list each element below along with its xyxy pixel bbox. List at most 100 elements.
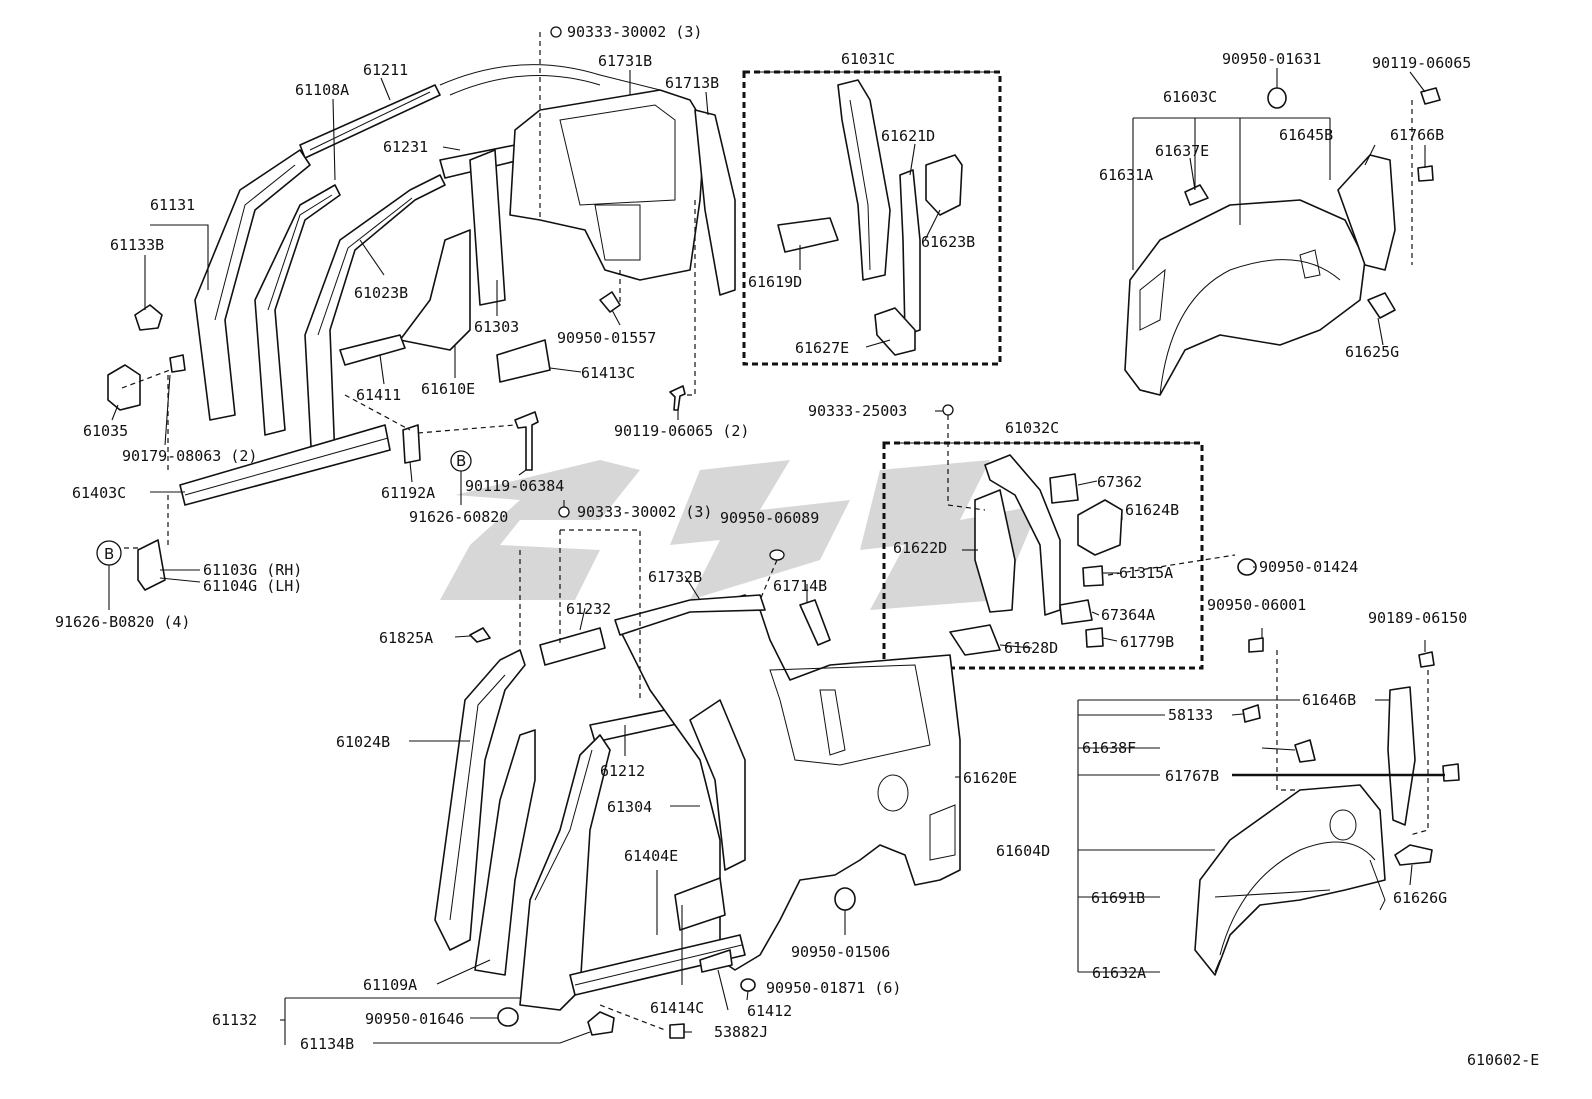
- label-61637E[interactable]: 61637E: [1155, 142, 1209, 160]
- part-61625G[interactable]: [1367, 292, 1396, 319]
- label-61628D[interactable]: 61628D: [1004, 639, 1058, 657]
- plug-90950-01506[interactable]: [834, 887, 856, 911]
- part-61103G[interactable]: [137, 539, 166, 591]
- part-61631A-wheelhouse[interactable]: [1124, 199, 1366, 396]
- label-61638F[interactable]: 61638F: [1082, 739, 1136, 757]
- part-61825A[interactable]: [469, 627, 491, 643]
- label-61610E[interactable]: 61610E: [421, 380, 475, 398]
- label-61231[interactable]: 61231: [383, 138, 428, 156]
- label-61024B[interactable]: 61024B: [336, 733, 390, 751]
- part-61628D[interactable]: [949, 624, 1001, 656]
- label-67364A[interactable]: 67364A: [1101, 606, 1155, 624]
- part-61032C-pillar[interactable]: [984, 454, 1061, 616]
- part-61622D[interactable]: [974, 489, 1016, 613]
- part-61414C[interactable]: [674, 877, 726, 931]
- part-61109A[interactable]: [474, 729, 536, 976]
- label-61626G[interactable]: 61626G: [1393, 889, 1447, 907]
- part-61411-rocker[interactable]: [339, 334, 406, 366]
- label-61766B[interactable]: 61766B: [1390, 126, 1444, 144]
- clip-90179-08063[interactable]: [169, 354, 186, 373]
- label-61032C[interactable]: 61032C: [1005, 419, 1059, 437]
- label-61211[interactable]: 61211: [363, 61, 408, 79]
- part-61610E[interactable]: [399, 229, 471, 351]
- label-61603C[interactable]: 61603C: [1163, 88, 1217, 106]
- plug-53882J[interactable]: [669, 1023, 685, 1039]
- plug-90950-01557[interactable]: [599, 291, 621, 313]
- clip-61767B[interactable]: [1442, 763, 1460, 782]
- label-61411[interactable]: 61411: [356, 386, 401, 404]
- part-61315A[interactable]: [1082, 565, 1104, 587]
- bolt-90119-06384[interactable]: [514, 411, 539, 471]
- label-61691B[interactable]: 61691B: [1091, 889, 1145, 907]
- label-91626-60820[interactable]: 91626-60820: [409, 508, 508, 526]
- label-91626-B0820[interactable]: 91626-B0820 (4): [55, 613, 190, 631]
- clip-90950-06089[interactable]: [769, 549, 785, 561]
- part-67364A[interactable]: [1059, 599, 1093, 625]
- part-61779B[interactable]: [1085, 627, 1104, 648]
- part-61403C-sill[interactable]: [179, 424, 391, 506]
- part-61132-center-pillar[interactable]: [519, 734, 611, 1011]
- part-61626G[interactable]: [1394, 844, 1433, 866]
- label-90950-01557[interactable]: 90950-01557: [557, 329, 656, 347]
- label-58133[interactable]: 58133: [1168, 706, 1213, 724]
- label-61624B[interactable]: 61624B: [1125, 501, 1179, 519]
- label-61132[interactable]: 61132: [212, 1011, 257, 1029]
- plug-90950-01646[interactable]: [497, 1007, 519, 1027]
- part-61108A-pillar[interactable]: [254, 184, 341, 436]
- part-67362[interactable]: [1049, 473, 1079, 504]
- part-61624B[interactable]: [1077, 499, 1123, 556]
- part-61412[interactable]: [699, 949, 733, 973]
- label-61620E[interactable]: 61620E: [963, 769, 1017, 787]
- part-61413C-bracket[interactable]: [496, 339, 551, 383]
- part-61732B[interactable]: [614, 594, 766, 636]
- label-53882J[interactable]: 53882J: [714, 1023, 768, 1041]
- label-90950-06089[interactable]: 90950-06089: [720, 509, 819, 527]
- label-61621D[interactable]: 61621D: [881, 127, 935, 145]
- label-61414C[interactable]: 61414C: [650, 999, 704, 1017]
- part-61637E[interactable]: [1184, 184, 1209, 206]
- label-90950-01631[interactable]: 90950-01631: [1222, 50, 1321, 68]
- bolt-90119-06065[interactable]: [1420, 87, 1441, 105]
- part-61620E-quarter-panel[interactable]: [619, 594, 961, 971]
- part-61304[interactable]: [689, 699, 746, 871]
- label-61404E[interactable]: 61404E: [624, 847, 678, 865]
- part-61619D[interactable]: [777, 217, 839, 253]
- label-90333-30002-mid[interactable]: 90333-30002 (3): [577, 503, 712, 521]
- label-61622D[interactable]: 61622D: [893, 539, 947, 557]
- plug-90950-01424[interactable]: [1237, 558, 1257, 576]
- part-61232[interactable]: [539, 627, 606, 666]
- part-61638F[interactable]: [1294, 739, 1316, 763]
- clip-90333-30002-mid[interactable]: [558, 506, 570, 518]
- label-90950-01424[interactable]: 90950-01424: [1259, 558, 1358, 576]
- label-90119-06384[interactable]: 90119-06384: [465, 477, 564, 495]
- label-61403C[interactable]: 61403C: [72, 484, 126, 502]
- label-61646B[interactable]: 61646B: [1302, 691, 1356, 709]
- label-61625G[interactable]: 61625G: [1345, 343, 1399, 361]
- label-90189-06150[interactable]: 90189-06150: [1368, 609, 1467, 627]
- label-61192A[interactable]: 61192A: [381, 484, 435, 502]
- label-67362[interactable]: 67362: [1097, 473, 1142, 491]
- label-61108A[interactable]: 61108A: [295, 81, 349, 99]
- label-61303[interactable]: 61303: [474, 318, 519, 336]
- label-61104G[interactable]: 61104G (LH): [203, 577, 302, 595]
- clip-90333-25003[interactable]: [942, 404, 954, 416]
- part-61713B[interactable]: [694, 109, 736, 296]
- label-61779B[interactable]: 61779B: [1120, 633, 1174, 651]
- part-61134B[interactable]: [587, 1011, 615, 1036]
- label-61713B[interactable]: 61713B: [665, 74, 719, 92]
- label-90333-30002-top[interactable]: 90333-30002 (3): [567, 23, 702, 41]
- bolt-90119-06065-2[interactable]: [669, 385, 686, 411]
- label-61304[interactable]: 61304: [607, 798, 652, 816]
- label-90333-25003[interactable]: 90333-25003: [808, 402, 907, 420]
- label-61619D[interactable]: 61619D: [748, 273, 802, 291]
- clip-61766B[interactable]: [1417, 165, 1434, 182]
- label-61825A[interactable]: 61825A: [379, 629, 433, 647]
- label-61134B[interactable]: 61134B: [300, 1035, 354, 1053]
- part-61133B[interactable]: [134, 304, 163, 331]
- part-61623B[interactable]: [925, 154, 963, 216]
- part-61303[interactable]: [469, 149, 506, 306]
- label-61315A[interactable]: 61315A: [1119, 564, 1173, 582]
- part-61131-front-pillar[interactable]: [194, 149, 311, 421]
- label-61232[interactable]: 61232: [566, 600, 611, 618]
- part-61621D[interactable]: [899, 169, 921, 336]
